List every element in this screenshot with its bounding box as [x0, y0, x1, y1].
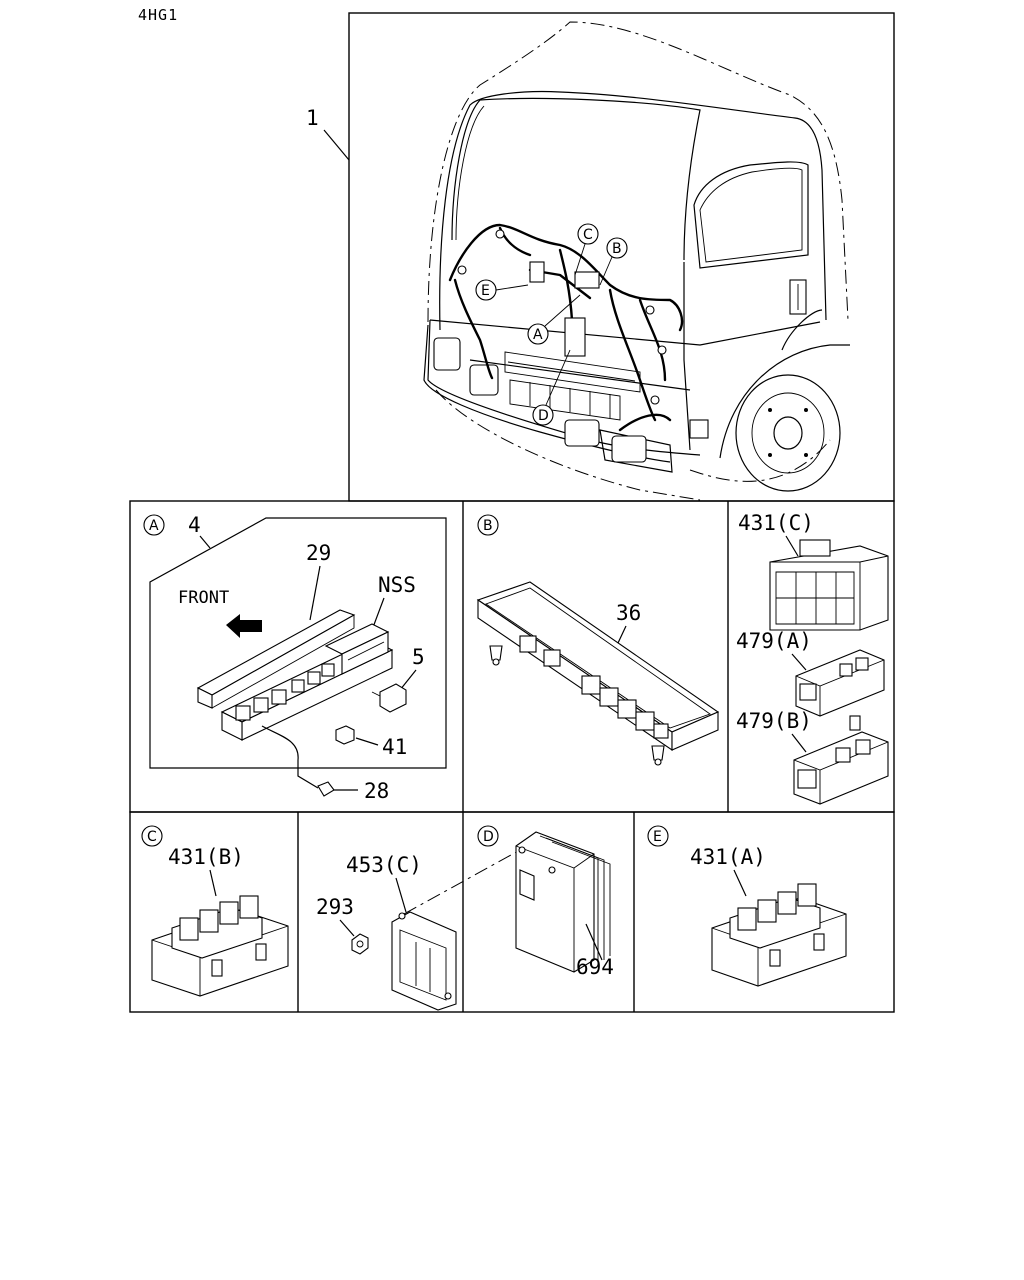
wiring-harness [448, 223, 684, 432]
panel-b-marker [477, 514, 499, 536]
panel-frames [129, 12, 895, 1013]
page-code: 4HG1 [138, 6, 179, 24]
callout-28: 28 [364, 779, 389, 803]
relay-row [519, 635, 669, 739]
relay-modules [235, 663, 335, 721]
callout-293: 293 [316, 895, 354, 919]
truck-cab-drawing [423, 21, 850, 501]
panel-ecu-bracket: 453(C) 293 [316, 849, 521, 1011]
svg-text:C: C [147, 829, 157, 845]
svg-text:E: E [481, 283, 490, 299]
marker-c [577, 223, 599, 245]
callout-479b: 479(B) [736, 709, 812, 733]
callout-431b: 431(B) [168, 845, 244, 869]
callout-4: 4 [188, 513, 201, 537]
cab-markers: C B E A D [475, 223, 628, 426]
callout-694: 694 [576, 955, 614, 979]
svg-text:E: E [653, 829, 662, 845]
marker-a [527, 323, 549, 345]
callout-479a: 479(A) [736, 629, 812, 653]
panel-e-marker [647, 825, 669, 847]
svg-text:A: A [533, 327, 543, 343]
front-arrow-icon [226, 614, 262, 638]
svg-text:D: D [483, 829, 494, 845]
panel-d: D 694 [477, 825, 614, 979]
callout-nss: NSS [378, 573, 416, 597]
panel-a: A 4 FRONT 29 NSS 5 [143, 513, 447, 803]
callout-41: 41 [382, 735, 407, 759]
svg-text:D: D [538, 408, 549, 424]
grille [504, 351, 641, 421]
callout-5: 5 [412, 645, 425, 669]
svg-text:B: B [612, 241, 622, 257]
panel-a-marker [143, 514, 165, 536]
svg-text:B: B [483, 518, 493, 534]
panel-c-marker [141, 825, 163, 847]
callout-1: 1 [306, 106, 319, 130]
marker-d [532, 404, 554, 426]
svg-text:A: A [149, 518, 159, 534]
callout-453c: 453(C) [346, 853, 422, 877]
panel-c: C 431(B) [141, 825, 289, 997]
panel-d-marker [477, 825, 499, 847]
callout-431c: 431(C) [738, 511, 814, 535]
callout-29: 29 [306, 541, 331, 565]
callout-431a: 431(A) [690, 845, 766, 869]
panel-connectors: 431(C) 479(A) 479(B) [736, 511, 889, 805]
svg-text:C: C [583, 227, 593, 243]
marker-b [606, 237, 628, 259]
front-label: FRONT [178, 588, 229, 608]
panel-b: B 36 [476, 514, 720, 766]
panel-e: E 431(A) [647, 825, 847, 987]
callout-36: 36 [616, 601, 641, 625]
